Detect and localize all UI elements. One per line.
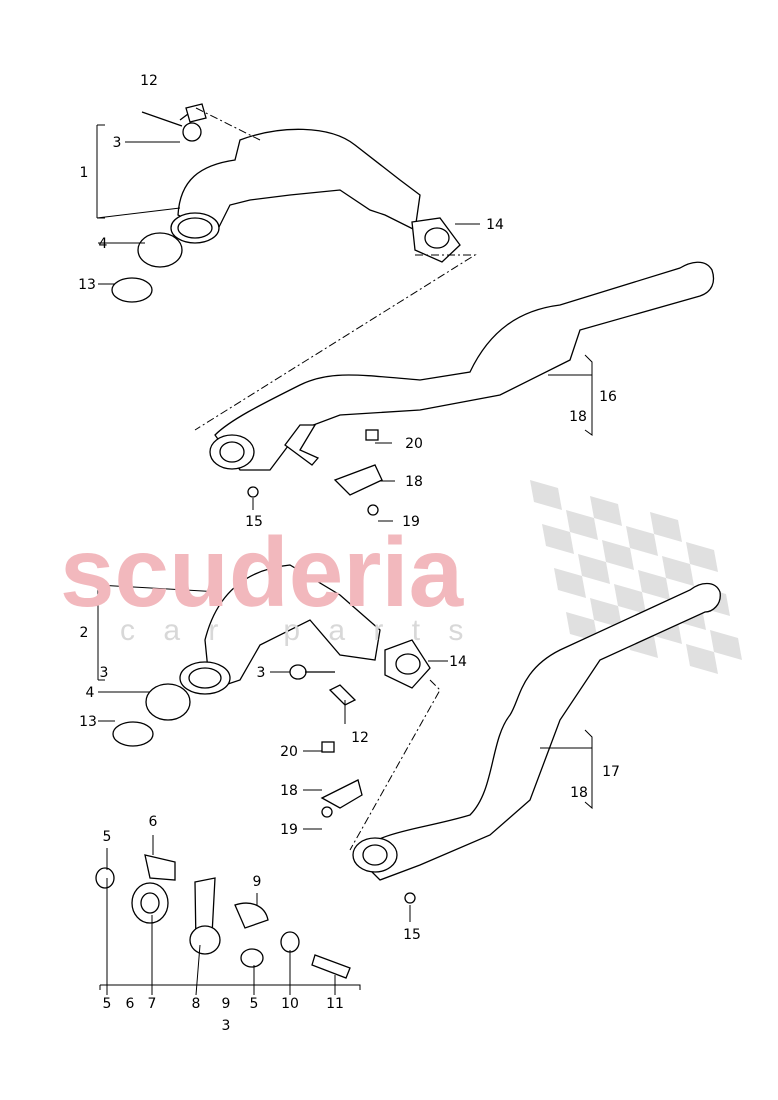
callout-label: 3 (257, 665, 266, 681)
flag-square (626, 526, 658, 556)
callout-label: 18 (405, 474, 423, 490)
callout-label: 6 (126, 996, 135, 1012)
callout-label: 12 (140, 73, 158, 89)
callout-label: 7 (148, 996, 157, 1012)
flag-square (590, 496, 622, 526)
callout-label: 13 (78, 277, 96, 293)
callout-label: 6 (149, 814, 158, 830)
upper-catalytic-converter (111, 128, 461, 303)
flag-square (542, 524, 574, 554)
callout-label: 20 (405, 436, 423, 452)
callout-label: 14 (449, 654, 467, 670)
flag-square (662, 556, 694, 586)
callout-label: 20 (280, 744, 298, 760)
watermark: scuderia c a r p a r t s (60, 517, 473, 647)
flag-square (578, 554, 610, 584)
flag-square (710, 630, 742, 660)
callout-label: 13 (79, 714, 97, 730)
callout-label: 4 (99, 236, 108, 252)
callout-label: 18 (570, 785, 588, 801)
callout-label: 5 (103, 996, 112, 1012)
callout-label: 1 (80, 165, 89, 181)
lower-catalytic-converter (112, 564, 431, 747)
callout-label: 15 (403, 927, 421, 943)
callout-label: 4 (86, 685, 95, 701)
upper-front-pipe (209, 261, 715, 516)
watermark-sub: c a r p a r t s (120, 614, 473, 647)
flag-square (566, 612, 598, 642)
callout-label: 5 (250, 996, 259, 1012)
flag-square (686, 644, 718, 674)
leader-lines (96, 107, 593, 996)
flag-square (650, 512, 682, 542)
callout-label: 3 (113, 135, 122, 151)
mount-assembly-parts (95, 103, 351, 979)
flag-square (554, 568, 586, 598)
flag-square (602, 540, 634, 570)
lower-front-pipe (320, 582, 721, 904)
callout-label: 9 (253, 874, 262, 890)
callout-label: 8 (192, 996, 201, 1012)
flag-square (530, 480, 562, 510)
callout-label: 14 (486, 217, 504, 233)
flag-square (686, 542, 718, 572)
flag-square (590, 598, 622, 628)
flag-square (638, 570, 670, 600)
callout-label: 2 (80, 625, 89, 641)
callout-label: 3 (100, 665, 109, 681)
callout-label: 19 (280, 822, 298, 838)
callout-label: 12 (351, 730, 369, 746)
callout-label: 15 (245, 514, 263, 530)
callout-label: 18 (569, 409, 587, 425)
callout-label: 16 (599, 389, 617, 405)
callout-label: 5 (103, 829, 112, 845)
callout-label: 17 (602, 764, 620, 780)
callout-label: 9 (222, 996, 231, 1012)
callout-label: 19 (402, 514, 420, 530)
callout-label: 10 (281, 996, 299, 1012)
watermark-brand: scuderia (60, 517, 465, 627)
callout-label: 18 (280, 783, 298, 799)
callout-label: 3 (222, 1018, 231, 1034)
checkered-flag-logo (530, 480, 742, 674)
flag-square (614, 584, 646, 614)
callout-label: 11 (326, 996, 344, 1012)
flag-square (566, 510, 598, 540)
